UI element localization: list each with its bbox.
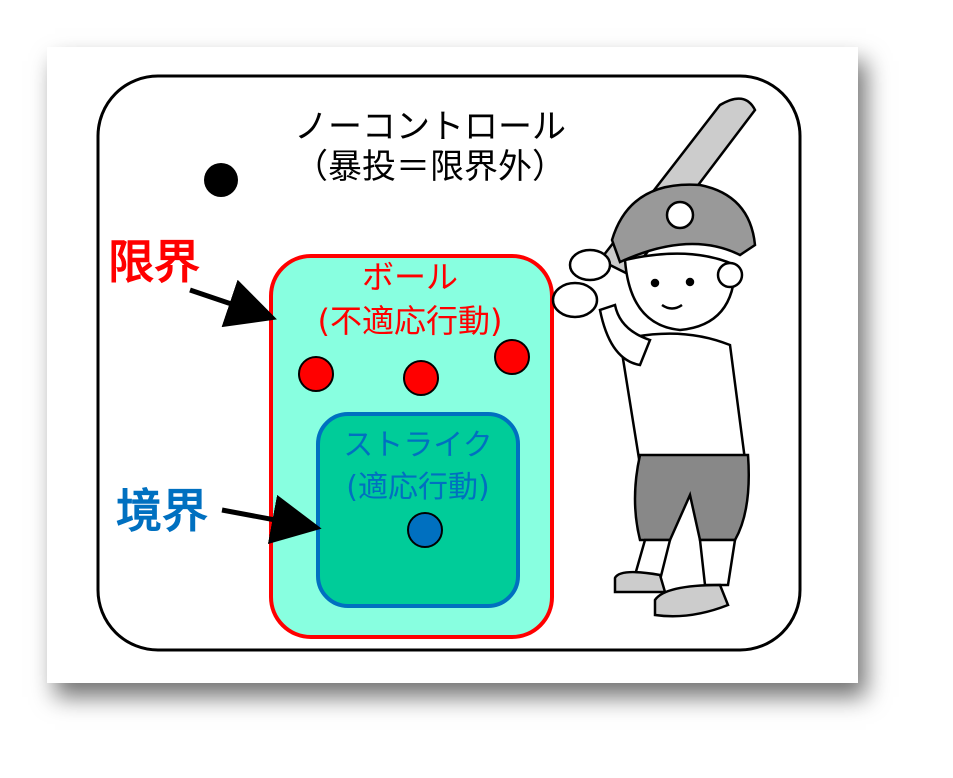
ball-dot — [494, 339, 530, 375]
limit-arrow — [189, 279, 277, 328]
ball-dot — [403, 360, 439, 396]
ball-label: ボール — [362, 258, 458, 296]
strike-label: ストライク — [343, 428, 492, 463]
boundary-label: 境界 — [116, 484, 208, 538]
ball-sublabel: (不適応行動) — [318, 302, 503, 340]
limit-label: 限界 — [108, 235, 200, 289]
ball-dot — [298, 356, 334, 392]
no-control-title: ノーコントロール — [294, 107, 566, 147]
no-control-subtitle: （暴投＝限界外） — [294, 147, 566, 187]
strike-dot — [407, 512, 443, 548]
wild-pitch-dot — [204, 163, 238, 197]
boundary-arrow — [221, 494, 322, 545]
strike-sublabel: (適応行動) — [346, 470, 489, 505]
batter-illustration — [551, 97, 757, 618]
